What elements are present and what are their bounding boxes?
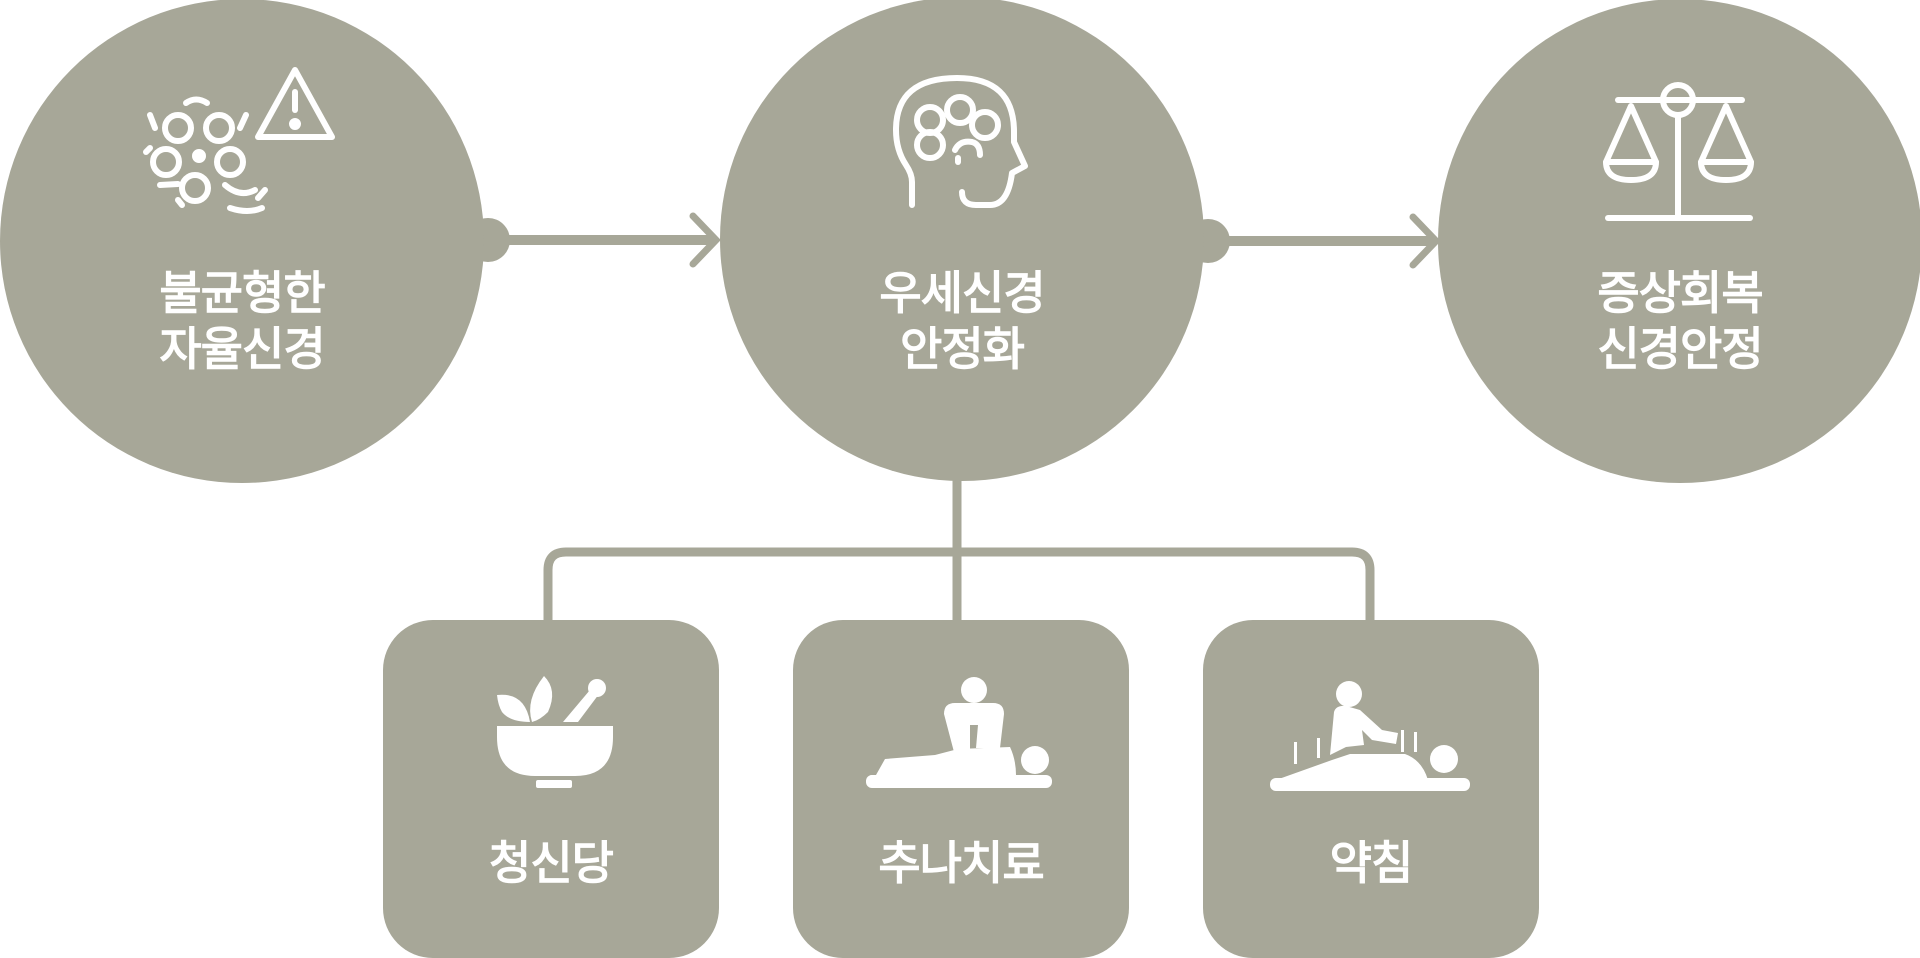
stage-label-2-line2: 안정화 <box>900 322 1025 376</box>
treatment-box-2 <box>793 620 1129 958</box>
stage-circle-3 <box>1438 0 1920 483</box>
herbal-bowl-icon <box>497 676 613 788</box>
arrow-1 <box>466 212 721 268</box>
arrow-2 <box>1186 213 1441 269</box>
treatment-label-1: 청신당 <box>489 836 614 890</box>
stage-label-3: 증상회복 신경안정 <box>1530 265 1830 377</box>
treatment-box-1 <box>383 620 719 958</box>
acupuncture-icon <box>1270 681 1470 791</box>
stage-circle-1 <box>0 0 484 483</box>
brain-head-icon <box>893 75 1028 208</box>
balance-scale-icon <box>1603 82 1754 221</box>
stage-label-2: 우세신경 안정화 <box>812 265 1112 377</box>
stage-label-1: 불균형한 자율신경 <box>92 265 392 377</box>
treatment-label-3: 약침 <box>1329 836 1414 890</box>
stage-label-1-line1: 불균형한 <box>159 266 325 320</box>
stage-circle-2 <box>720 0 1204 481</box>
chiropractic-icon <box>866 677 1052 788</box>
tree-connector <box>543 470 1375 625</box>
stage-label-3-line2: 신경안정 <box>1597 322 1763 376</box>
stage-label-1-line2: 자율신경 <box>159 322 325 376</box>
virus-warning-icon <box>143 67 335 214</box>
stage-label-2-line1: 우세신경 <box>879 266 1045 320</box>
treatment-label-2: 추나치료 <box>878 836 1044 890</box>
stage-label-3-line1: 증상회복 <box>1597 266 1763 320</box>
